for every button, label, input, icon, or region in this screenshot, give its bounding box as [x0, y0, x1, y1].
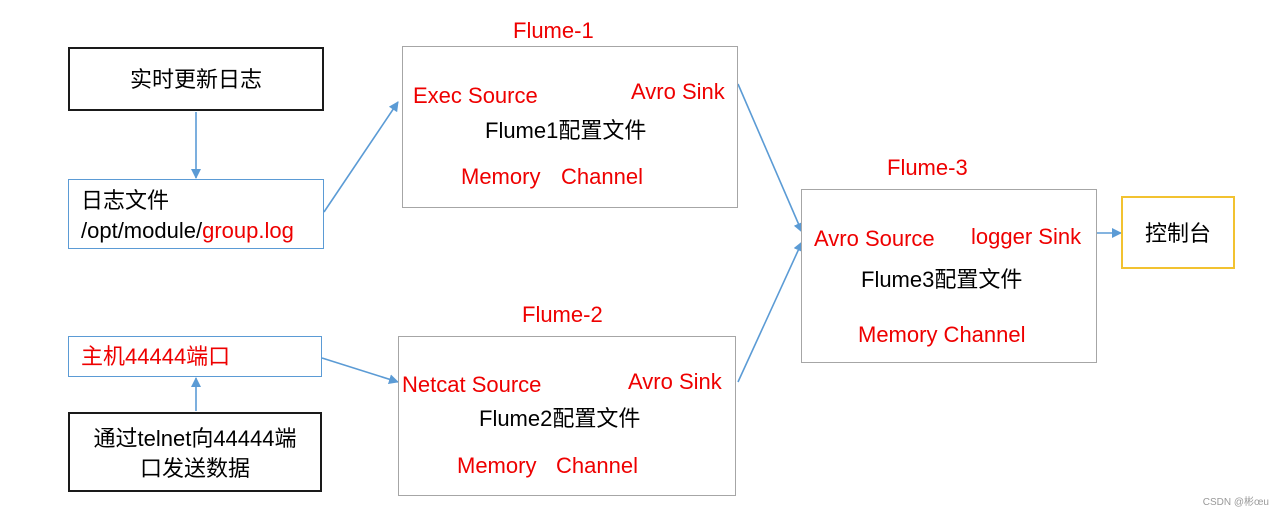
console-label: 控制台	[1144, 221, 1211, 246]
flume1-source: Exec Source	[413, 83, 538, 108]
flume2-source: Netcat Source	[402, 372, 542, 397]
logfile-title: 日志文件	[81, 188, 170, 213]
host-port-box: 主机44444端口	[68, 336, 322, 377]
logfile-path: /opt/module/group.log	[81, 218, 294, 244]
arrow-flume2-to-flume3	[737, 241, 803, 383]
flume2-config: Flume2配置文件	[479, 406, 641, 431]
arrow-file-to-flume1	[323, 101, 399, 213]
flume1-channel-word: Channel	[561, 164, 643, 189]
arrow-flume1-to-flume3	[737, 83, 804, 233]
flume3-channel: Memory Channel	[858, 322, 1026, 347]
realtime-log-box: 实时更新日志	[68, 47, 324, 111]
host-port-label: 主机44444端口	[81, 344, 231, 369]
flume1-sink: Avro Sink	[631, 79, 725, 104]
flume3-sink: logger Sink	[971, 224, 1082, 249]
telnet-box: 通过telnet向44444端 口发送数据	[68, 412, 322, 492]
flume3-source: Avro Source	[814, 226, 935, 251]
flume3-title: Flume-3	[887, 155, 968, 180]
flume1-config: Flume1配置文件	[485, 118, 647, 143]
flume1-title: Flume-1	[513, 18, 594, 43]
flume2-agent-box: Netcat Source Avro Sink Flume2配置文件 Memor…	[398, 336, 736, 496]
console-box: 控制台	[1121, 196, 1235, 269]
flume2-sink: Avro Sink	[628, 369, 722, 394]
flume2-channel-word: Channel	[556, 453, 638, 478]
watermark: CSDN @彬œu	[1202, 497, 1269, 508]
flume3-config: Flume3配置文件	[861, 267, 1023, 292]
telnet-line2: 口发送数据	[139, 456, 250, 481]
logfile-box: 日志文件 /opt/module/group.log	[68, 179, 324, 249]
arrow-port-to-flume2	[321, 357, 399, 385]
flume3-agent-box: Avro Source logger Sink Flume3配置文件 Memor…	[801, 189, 1097, 363]
realtime-log-label: 实时更新日志	[129, 67, 262, 92]
logfile-path-file: group.log	[202, 218, 294, 243]
flume1-channel-memory: Memory	[461, 164, 541, 189]
logfile-path-prefix: /opt/module/	[81, 218, 203, 243]
telnet-line1: 通过telnet向44444端	[93, 426, 297, 451]
flume2-title: Flume-2	[522, 302, 603, 327]
flume1-agent-box: Exec Source Avro Sink Flume1配置文件 Memory …	[402, 46, 738, 208]
flume2-channel-memory: Memory	[457, 453, 537, 478]
